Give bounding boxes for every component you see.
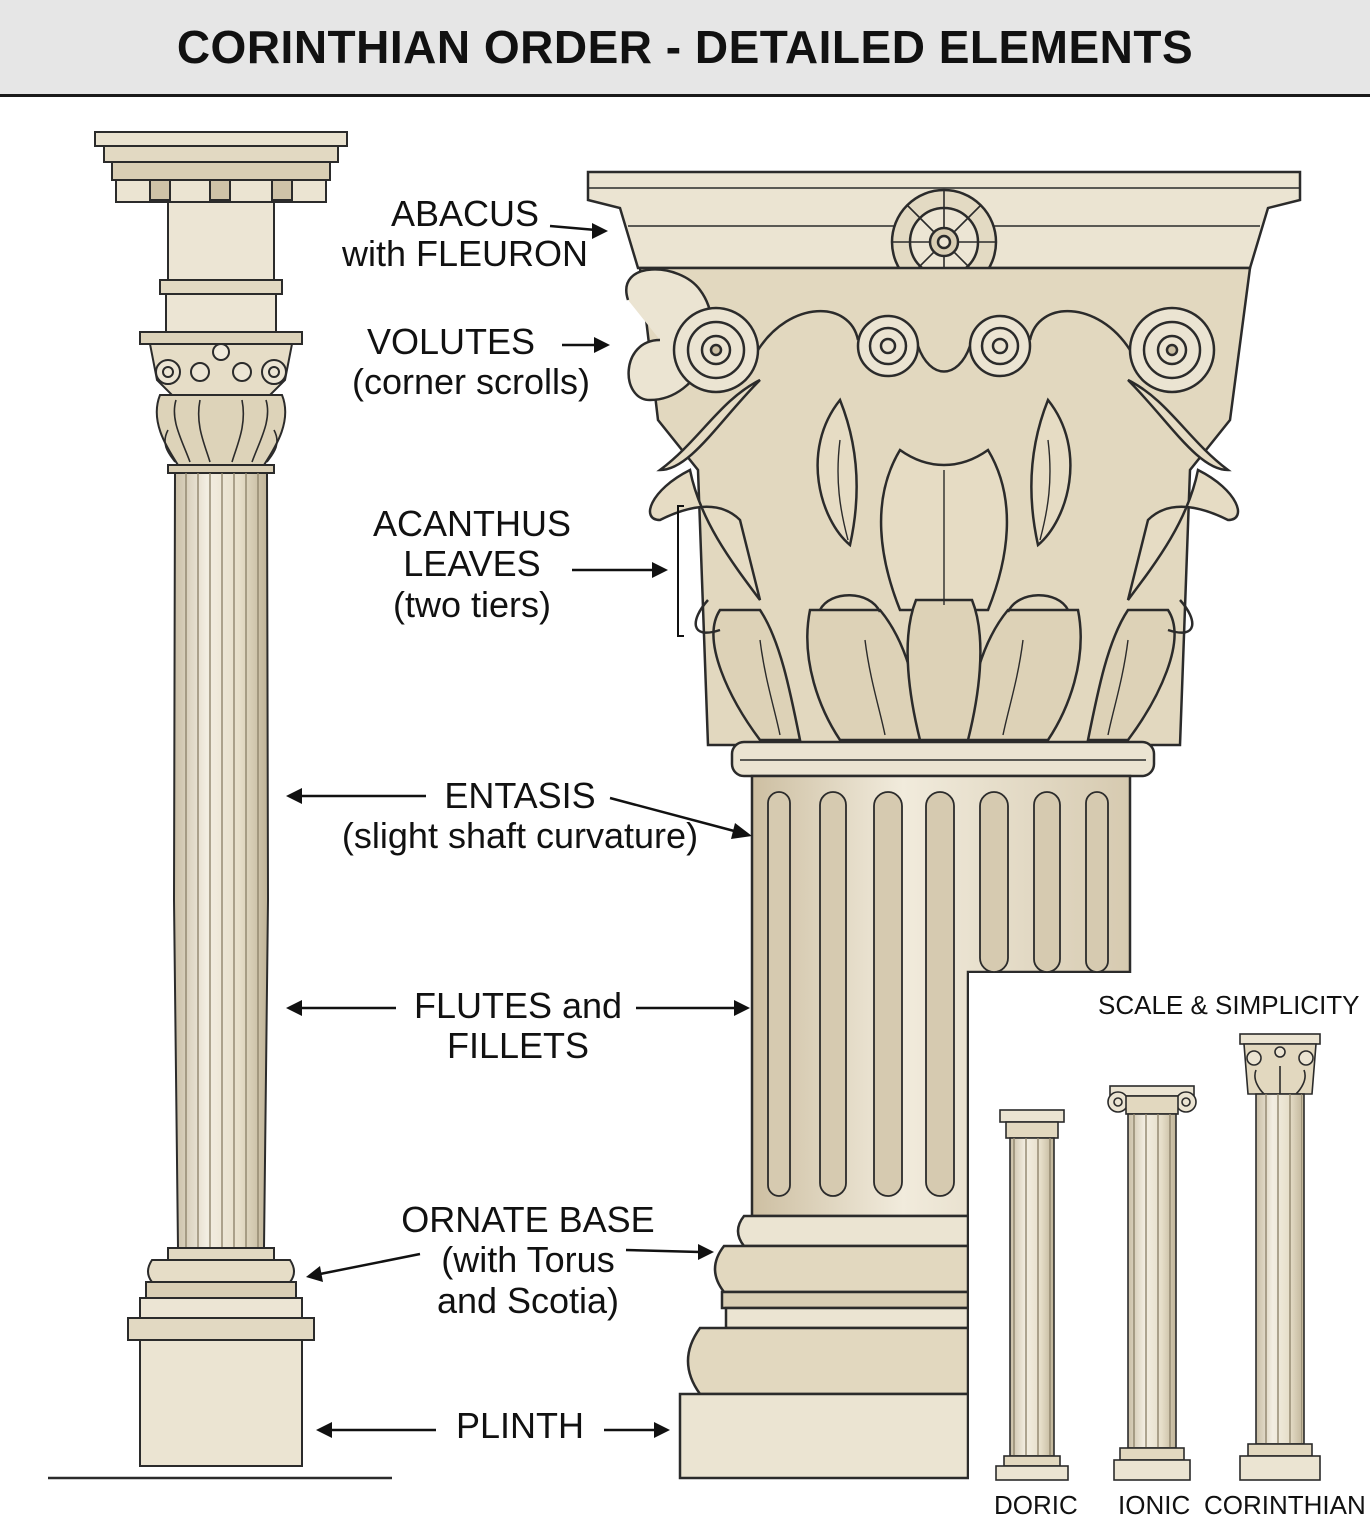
volutes bbox=[625, 268, 1216, 402]
flutes-label-line2: FILLETS bbox=[446, 1025, 590, 1067]
title-bar: CORINTHIAN ORDER - DETAILED ELEMENTS bbox=[0, 0, 1370, 97]
acanthus-label: ACANTHUS LEAVES (two tiers) bbox=[372, 503, 572, 625]
frieze bbox=[167, 201, 275, 281]
flutes-label: FLUTES and FILLETS bbox=[400, 985, 636, 1067]
detail-base bbox=[736, 1214, 970, 1248]
acanthus-label-line1: ACANTHUS bbox=[372, 503, 572, 544]
entasis-label-line2: (slight shaft curvature) bbox=[341, 815, 699, 857]
abacus-label-line2: with FLEURON bbox=[341, 233, 589, 275]
page-title: CORINTHIAN ORDER - DETAILED ELEMENTS bbox=[176, 21, 1194, 73]
base-label-line1: ORNATE BASE bbox=[401, 1199, 655, 1240]
acanthus-lower bbox=[694, 594, 1194, 742]
ionic-column bbox=[1107, 1085, 1197, 1481]
base-label-line2: (with Torus bbox=[441, 1239, 615, 1281]
volutes-label-line2: (corner scrolls) bbox=[351, 361, 591, 403]
volutes-label: VOLUTES (corner scrolls) bbox=[340, 321, 602, 403]
entasis-label-line1: ENTASIS bbox=[444, 775, 596, 816]
small-plinth bbox=[127, 1317, 315, 1341]
volutes-label-line1: VOLUTES bbox=[366, 321, 536, 362]
base-label-line3: and Scotia) bbox=[436, 1279, 620, 1321]
corinthian-column bbox=[1239, 1033, 1321, 1481]
base-label: ORNATE BASE (with Torus and Scotia) bbox=[392, 1199, 664, 1321]
detail-plinth bbox=[678, 1392, 970, 1480]
acanthus-label-line3: (two tiers) bbox=[392, 583, 551, 625]
full-column bbox=[48, 131, 392, 1480]
flutes bbox=[767, 791, 1109, 1197]
abacus-label: ABACUS with FLEURON bbox=[338, 193, 592, 275]
plinth-label-line1: PLINTH bbox=[455, 1405, 585, 1446]
doric-column bbox=[995, 1109, 1069, 1481]
abacus-label-line1: ABACUS bbox=[390, 193, 540, 234]
inset-columns bbox=[969, 973, 1370, 1526]
entasis-label: ENTASIS (slight shaft curvature) bbox=[322, 775, 718, 857]
plinth-label: PLINTH bbox=[440, 1405, 600, 1446]
small-capital bbox=[148, 343, 294, 474]
inset-title: SCALE & SIMPLICITY bbox=[1098, 990, 1360, 1020]
acanthus-label-line2: LEAVES bbox=[403, 543, 541, 585]
flutes-label-line1: FLUTES and bbox=[413, 985, 623, 1026]
cornice bbox=[94, 131, 348, 147]
leader-arrows bbox=[286, 223, 752, 1438]
corinthian-caption: CORINTHIAN bbox=[1204, 1490, 1366, 1520]
detail-column bbox=[586, 170, 1302, 1480]
ionic-caption: IONIC bbox=[1118, 1490, 1191, 1520]
doric-caption: DORIC bbox=[994, 1490, 1078, 1520]
